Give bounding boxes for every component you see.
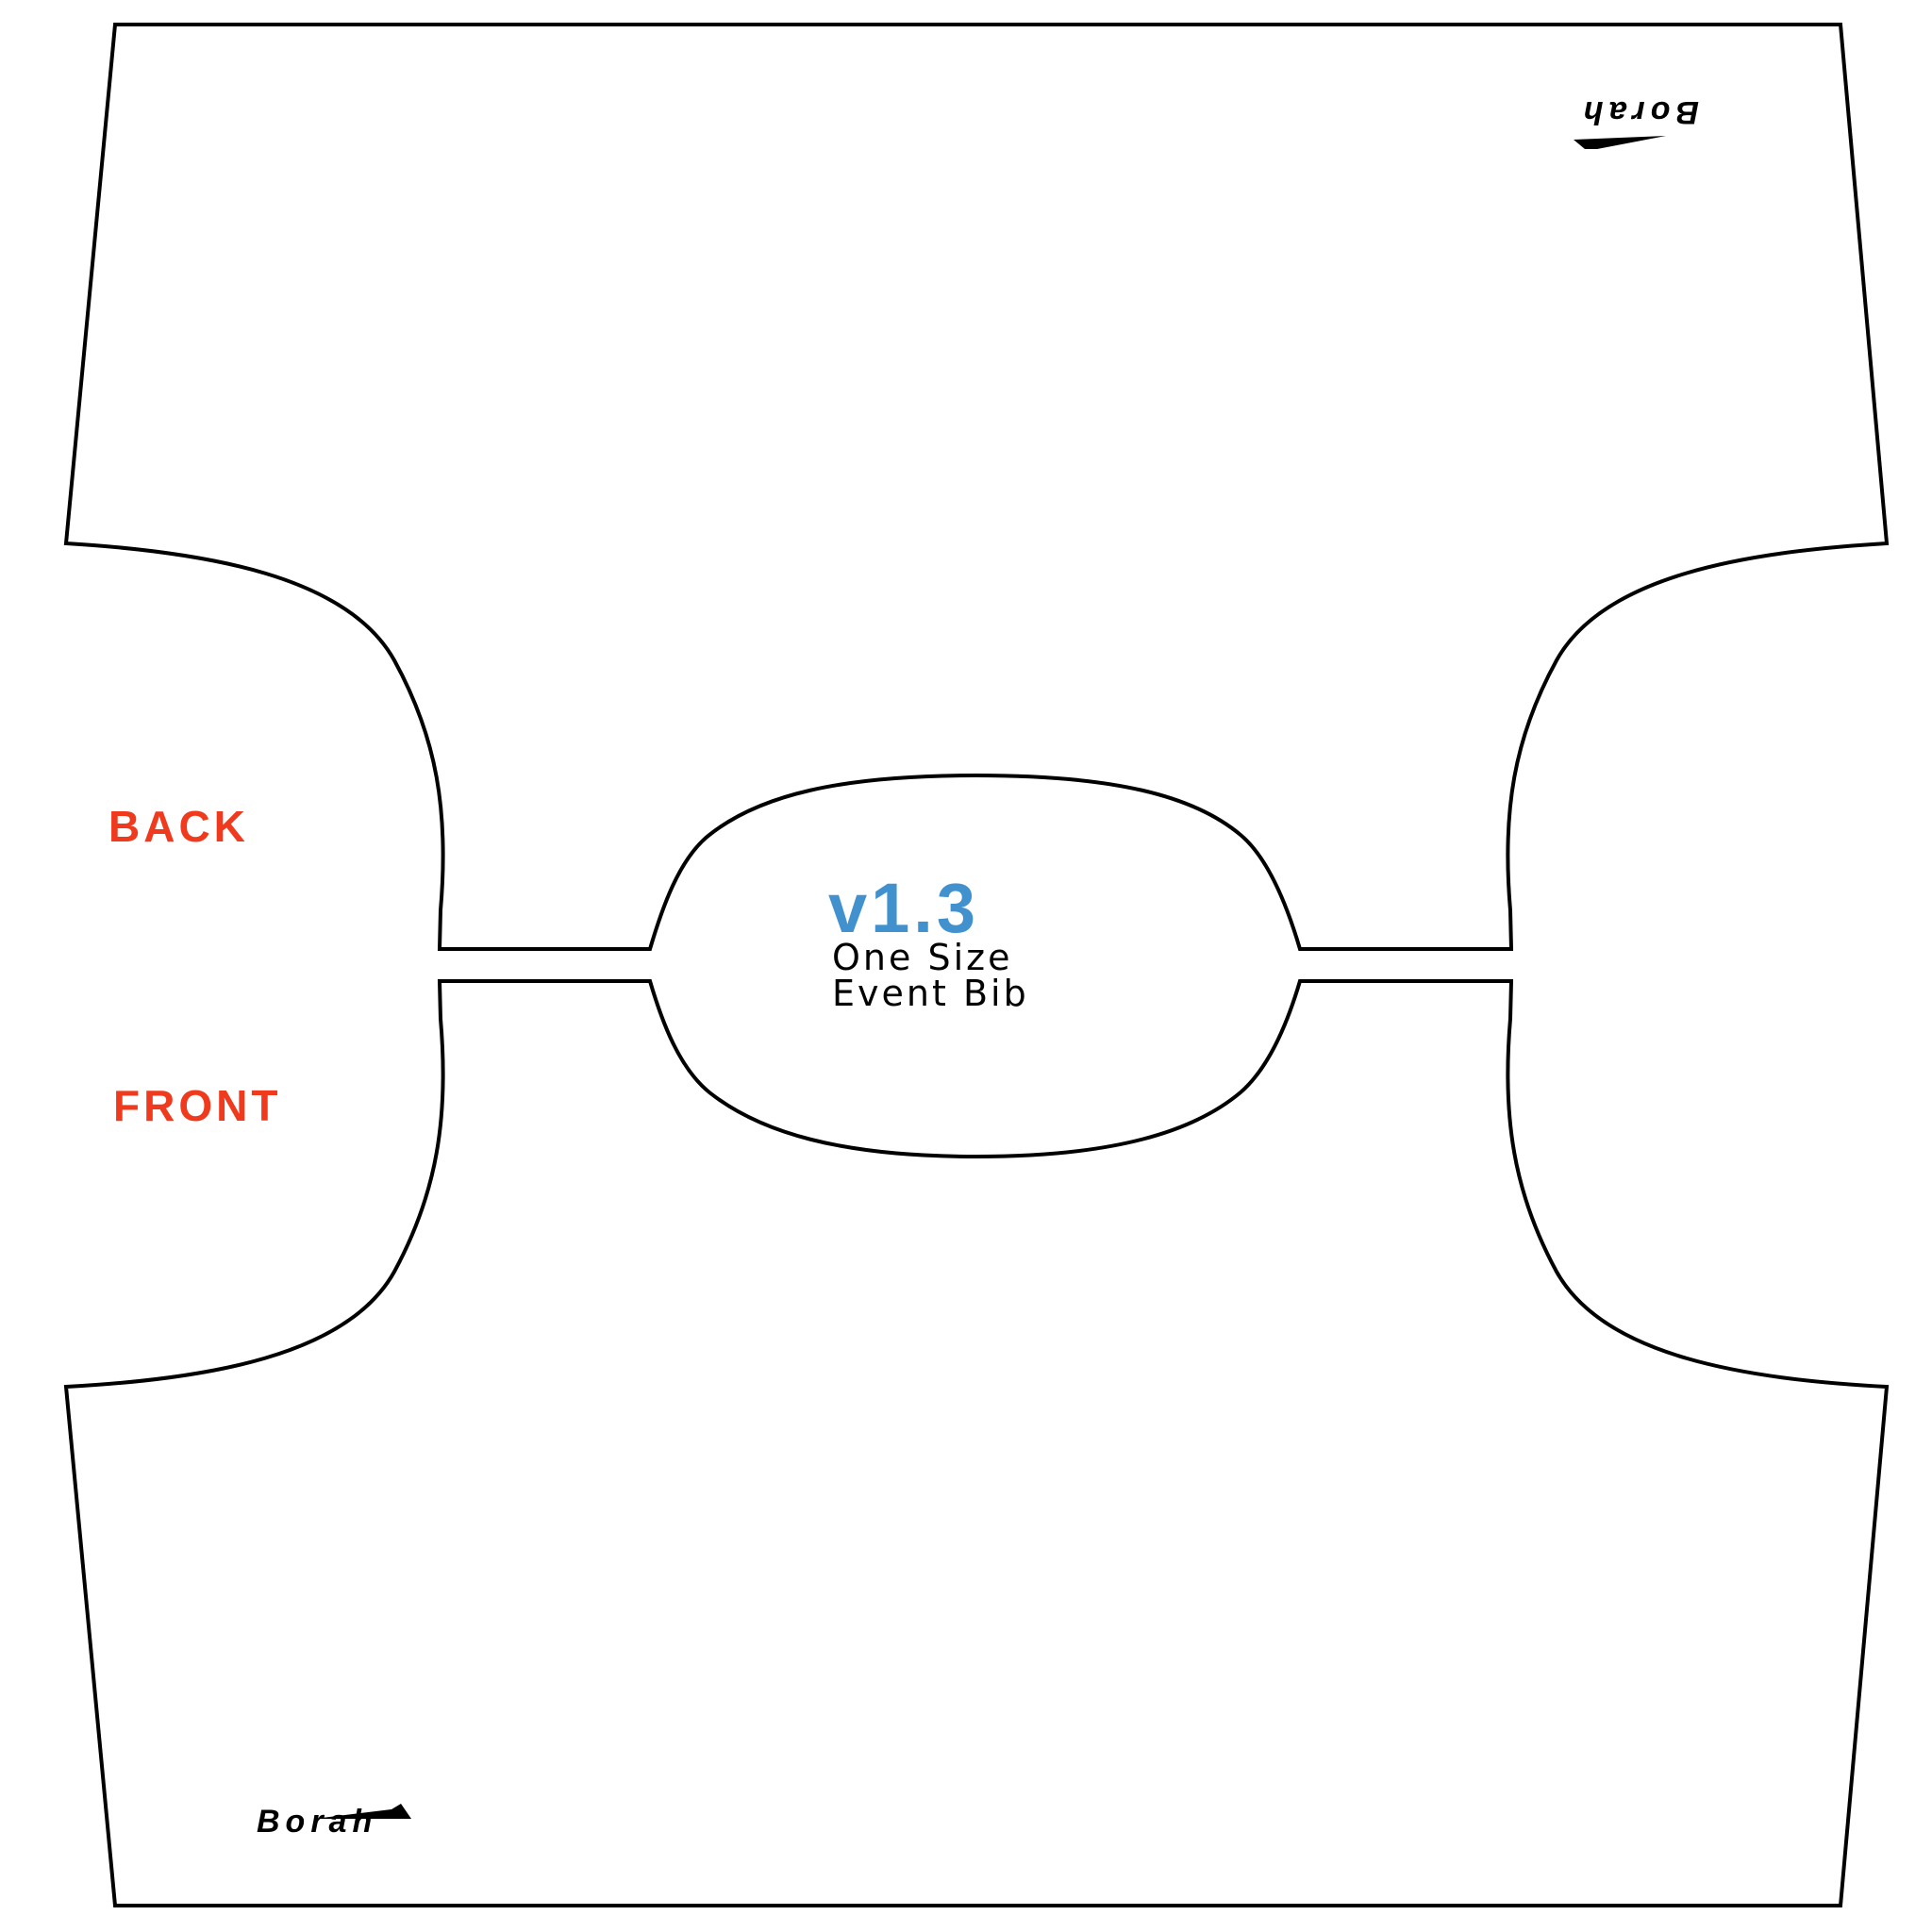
product-label: Event Bib xyxy=(832,973,1029,1014)
brand-logo-bottom-text: Borah xyxy=(257,1804,377,1840)
size-label: One Size xyxy=(832,937,1012,978)
back-label: BACK xyxy=(108,802,249,851)
back-panel-outline xyxy=(63,23,1890,951)
front-label: FRONT xyxy=(113,1081,281,1130)
borah-logo-top: Borah xyxy=(1574,94,1699,149)
brand-logo-top-text: Borah xyxy=(1578,94,1699,130)
version-label: v1.3 xyxy=(828,869,979,947)
front-panel-outline xyxy=(63,979,1890,1907)
borah-logo-bottom-swoosh-icon xyxy=(314,1804,411,1819)
borah-logo-top-swoosh-icon xyxy=(1574,136,1666,149)
borah-logo-bottom: Borah xyxy=(257,1804,411,1840)
